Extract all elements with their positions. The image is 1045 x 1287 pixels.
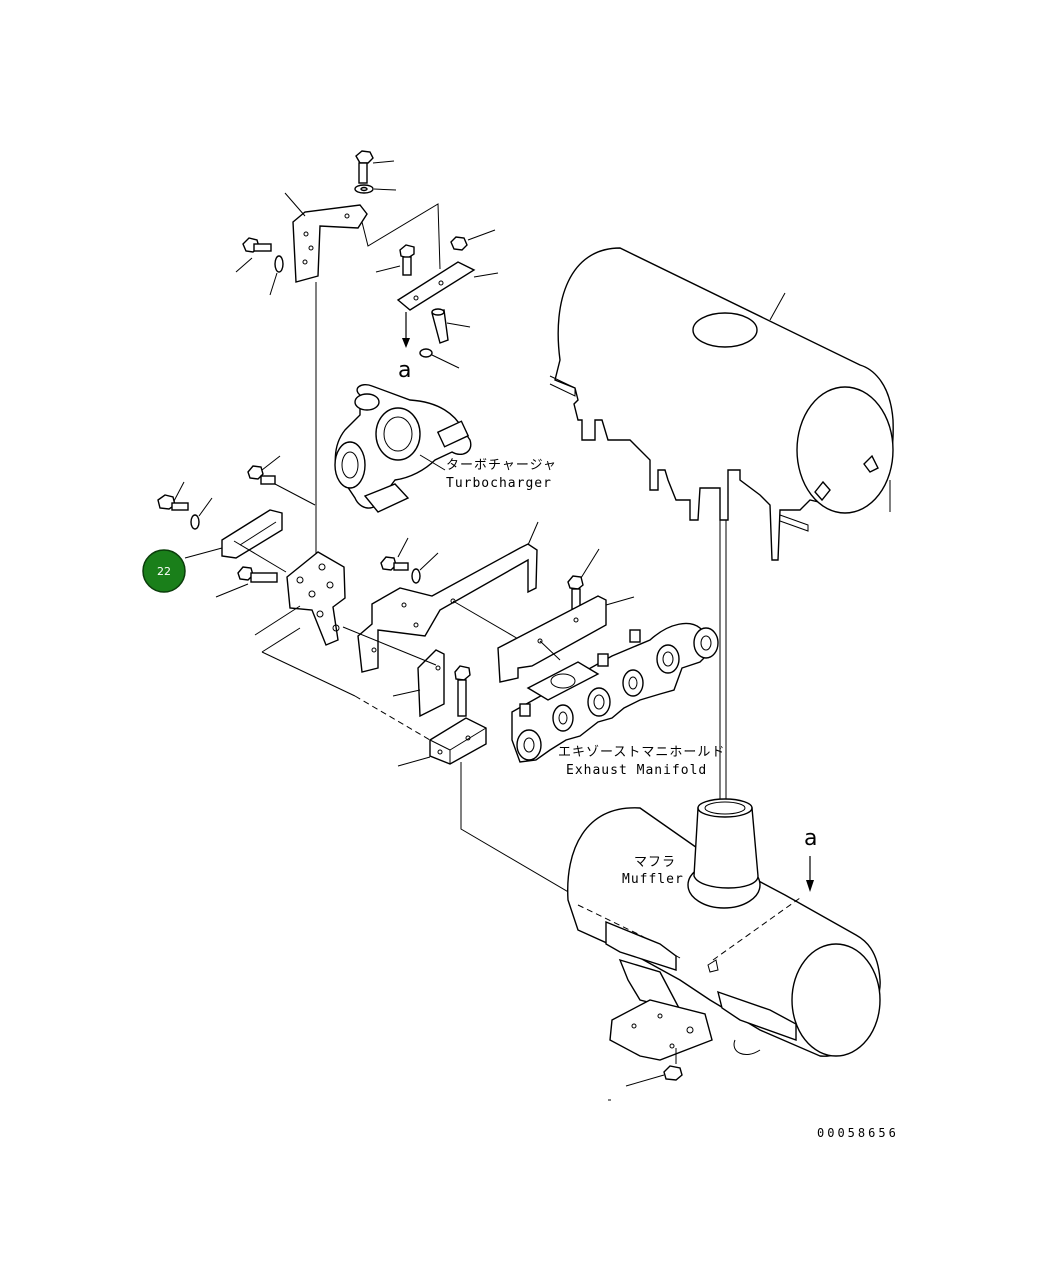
mid-bolt-2[interactable]: [215, 566, 278, 598]
callout-22-number: 22: [157, 565, 171, 578]
top-bolt[interactable]: [355, 150, 395, 184]
bottom-nut[interactable]: [625, 1065, 683, 1087]
view-arrow-label-top: a: [398, 358, 411, 383]
left-washer[interactable]: [190, 497, 213, 530]
top-washer[interactable]: [354, 184, 397, 194]
bracket-bolt-left[interactable]: [235, 237, 272, 273]
muffler-upper[interactable]: [549, 247, 894, 561]
left-cover-plate[interactable]: [184, 509, 283, 559]
long-bracket-washer[interactable]: [411, 552, 439, 584]
block-bolt[interactable]: [454, 665, 471, 717]
mid-bracket[interactable]: [254, 551, 346, 646]
exhaust-manifold[interactable]: [511, 622, 719, 763]
mid-bolt-1[interactable]: [247, 455, 316, 506]
turbo-support-bolt[interactable]: [375, 244, 415, 276]
left-bolt[interactable]: [157, 481, 189, 511]
long-bracket[interactable]: [357, 521, 539, 673]
manifold-bracket[interactable]: [497, 595, 635, 683]
turbo-support-nut[interactable]: [450, 229, 496, 251]
turbo-washer[interactable]: [419, 348, 460, 369]
drawing-code: 00058656: [817, 1126, 899, 1140]
view-arrow-label-bottom: a: [804, 826, 817, 851]
turbocharger-label-en: Turbocharger: [446, 476, 552, 491]
callout-22[interactable]: 22: [142, 549, 186, 593]
upper-bracket[interactable]: [284, 192, 368, 283]
long-bracket-bolt[interactable]: [380, 537, 409, 571]
muffler-label-jp: マフラ: [634, 855, 676, 870]
muffler-label-en: Muffler: [622, 872, 684, 887]
lower-small-plate[interactable]: [392, 649, 445, 718]
turbo-support-plate[interactable]: [396, 261, 499, 311]
muffler-lower[interactable]: [567, 798, 881, 1064]
exhaust-manifold-label-jp: エキゾーストマニホールド: [558, 745, 725, 760]
manifold-bracket-bolt[interactable]: [567, 548, 600, 610]
bracket-washer-left[interactable]: [269, 255, 284, 296]
turbo-stud[interactable]: [431, 308, 471, 344]
turbocharger-label-jp: ターボチャージャ: [446, 458, 557, 473]
exhaust-manifold-label-en: Exhaust Manifold: [566, 763, 707, 778]
mounting-block[interactable]: [397, 717, 487, 767]
turbocharger[interactable]: [334, 384, 472, 513]
